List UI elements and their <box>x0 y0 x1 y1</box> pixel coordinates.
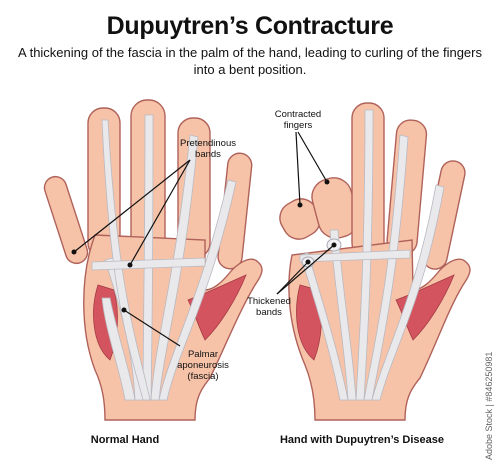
label-palmar-line-3: (fascia) <box>187 371 219 382</box>
label-contracted-line-1: Contracted <box>274 109 322 120</box>
label-palmar-aponeurosis: Palmar aponeurosis (fascia) <box>166 349 240 382</box>
caption-disease-hand: Hand with Dupuytren’s Disease <box>279 434 445 446</box>
label-pretendinous-line-1: Pretendinous <box>180 138 236 149</box>
caption-normal-hand: Normal Hand <box>90 434 160 446</box>
page-title: Dupuytren’s Contracture <box>106 12 394 40</box>
label-contracted-line-2: fingers <box>283 120 313 131</box>
label-pretendinous-line-2: bands <box>195 149 221 160</box>
page-subtitle: A thickening of the fascia in the palm o… <box>10 44 490 78</box>
stock-watermark: Adobe Stock | #846250981 <box>484 351 494 460</box>
subtitle-line-1: A thickening of the fascia in the palm o… <box>18 45 482 60</box>
label-contracted-fingers: Contracted fingers <box>264 109 332 131</box>
normal-hand <box>43 99 263 421</box>
leader-lines <box>73 131 335 347</box>
label-thickened-line-1: Thickened <box>247 296 291 307</box>
subtitle-line-2: into a bent position. <box>193 62 307 77</box>
label-palmar-line-2: aponeurosis <box>177 360 229 371</box>
label-thickened-line-2: bands <box>256 307 282 318</box>
leader-dots <box>71 179 337 313</box>
disease-hand <box>279 102 471 421</box>
disease-hand-tendons <box>299 109 445 401</box>
label-thickened-bands: Thickened bands <box>236 296 302 318</box>
label-palmar-line-1: Palmar <box>187 349 219 360</box>
label-pretendinous-bands: Pretendinous bands <box>168 138 248 160</box>
